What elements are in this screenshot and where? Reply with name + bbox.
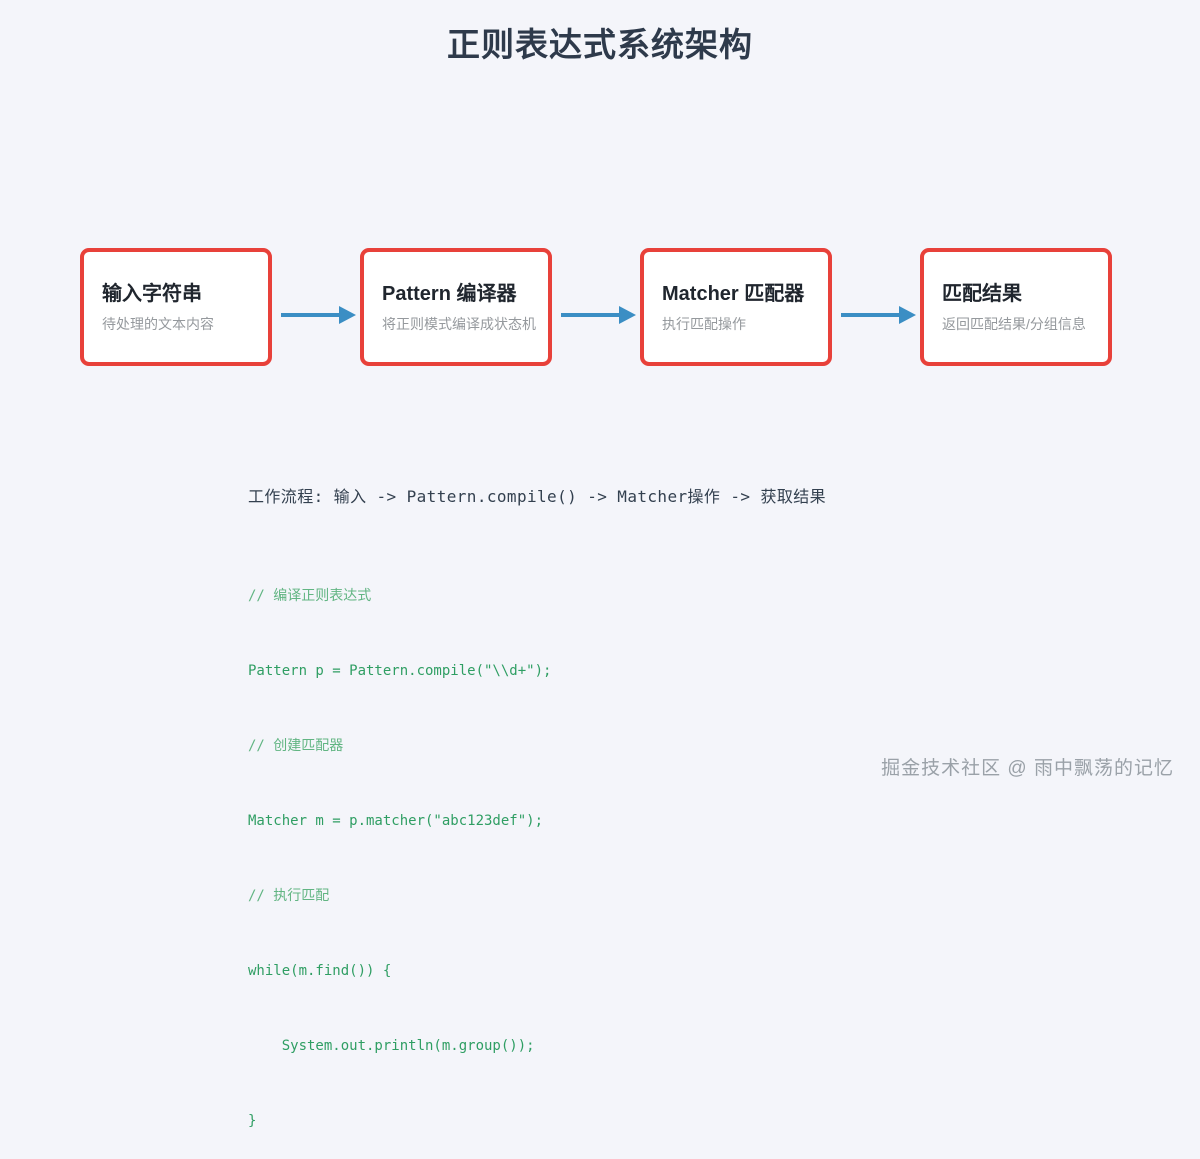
flow-node-title: Pattern 编译器 [382,283,517,305]
flow-node-title: Matcher 匹配器 [662,283,805,305]
flow-node-title: 输入字符串 [102,283,202,305]
arrow-line-icon [281,313,341,317]
code-line: // 执行匹配 [248,888,330,904]
flow-arrow-2 [561,305,639,325]
flow-arrow-1 [281,305,359,325]
code-line: Matcher m = p.matcher("abc123def"); [248,813,544,829]
architecture-flow-diagram: 输入字符串 待处理的文本内容 Pattern 编译器 将正则模式编译成状态机 M… [0,248,1200,388]
code-block: // 编译正则表达式 Pattern p = Pattern.compile("… [248,534,551,1159]
code-line: } [248,1113,257,1129]
code-line: Pattern p = Pattern.compile("\\d+"); [248,663,552,679]
arrow-head-icon [619,306,636,324]
flow-node-subtitle: 返回匹配结果/分组信息 [942,316,1086,332]
flow-node-title: 匹配结果 [942,283,1022,305]
page-title: 正则表达式系统架构 [447,26,753,63]
code-line: // 创建匹配器 [248,738,344,754]
flow-node-subtitle: 将正则模式编译成状态机 [382,316,536,332]
code-line: System.out.println(m.group()); [248,1038,535,1054]
flow-node-subtitle: 执行匹配操作 [662,316,746,332]
watermark: 掘金技术社区 @ 雨中飘荡的记忆 [881,758,1174,779]
arrow-line-icon [561,313,621,317]
flow-node-pattern-compiler: Pattern 编译器 将正则模式编译成状态机 [360,248,552,366]
code-line: while(m.find()) { [248,963,392,979]
arrow-line-icon [841,313,901,317]
flow-arrow-3 [841,305,919,325]
flow-node-match-result: 匹配结果 返回匹配结果/分组信息 [920,248,1112,366]
arrow-head-icon [339,306,356,324]
workflow-caption: 工作流程: 输入 -> Pattern.compile() -> Matcher… [248,487,827,506]
flow-node-subtitle: 待处理的文本内容 [102,316,214,332]
arrow-head-icon [899,306,916,324]
flow-node-input-string: 输入字符串 待处理的文本内容 [80,248,272,366]
code-line: // 编译正则表达式 [248,588,372,604]
flow-node-matcher: Matcher 匹配器 执行匹配操作 [640,248,832,366]
